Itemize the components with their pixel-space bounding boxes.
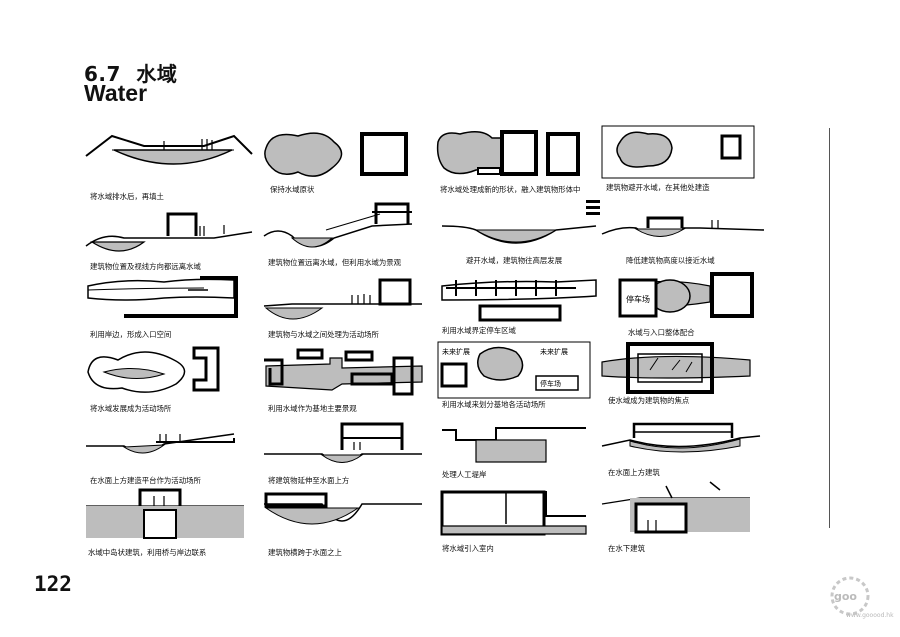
parking-label: 停车场 (626, 294, 650, 304)
caption: 在水面上方建筑 (608, 468, 660, 477)
parking-label: 停车场 (540, 379, 561, 388)
sketch-platform-over-water (84, 414, 254, 476)
svg-text:goo: goo (834, 590, 857, 603)
sketch-island-bridge (84, 484, 254, 546)
sketch-shore-entry (84, 268, 254, 330)
future-expand-label: 未来扩展 (540, 347, 568, 356)
sketch-lower-building (600, 196, 770, 258)
section-title-en: Water (84, 80, 148, 106)
section-title-cn: 水域 (136, 62, 178, 86)
caption: 利用岸边，形成入口空间 (90, 330, 172, 339)
caption: 在水下建筑 (608, 544, 645, 553)
watermark-text: www.gooood.hk (846, 612, 894, 619)
caption: 利用水域作为基地主要景观 (268, 404, 357, 413)
sketch-away-from-water (84, 198, 254, 260)
section-heading: 6.7 水域 (84, 58, 177, 87)
caption: 将水域排水后，再填土 (90, 192, 164, 201)
caption: 使水域成为建筑物的焦点 (608, 396, 690, 405)
caption: 在水面上方建造平台作为活动场所 (90, 476, 201, 485)
future-expand-label: 未来扩展 (442, 347, 470, 356)
caption: 处理人工堤岸 (442, 470, 487, 479)
caption: 建筑物避开水域，在其他处建造 (606, 183, 710, 192)
caption: 将水域引入室内 (442, 544, 494, 553)
sketch-bring-water-indoor (436, 478, 606, 540)
caption: 利用水域来划分基地各活动场所 (442, 400, 546, 409)
page-number: 122 (34, 572, 72, 596)
sketch-view-to-water (262, 196, 432, 258)
caption: 建筑物位置远离水域，但利用水域为景观 (268, 258, 402, 267)
sketch-reshape-water (436, 128, 606, 190)
caption: 将建筑物延伸至水面上方 (268, 476, 350, 485)
sketch-high-rise (436, 196, 606, 258)
caption: 将水域发展成为活动场所 (90, 404, 172, 413)
caption: 保持水域原状 (270, 185, 315, 194)
caption: 将水域处理成新的形状，融入建筑物形体中 (440, 185, 581, 194)
sketch-divide-site: 未来扩展 未来扩展 停车场 (436, 340, 606, 402)
caption: 水域中岛状建筑，利用桥与岸边联系 (88, 548, 207, 557)
sketch-artificial-embankment (436, 410, 606, 472)
caption: 避开水域，建筑物往高层发展 (466, 256, 563, 265)
sketch-build-over-water (600, 410, 770, 472)
sketch-extend-over-water (262, 414, 432, 476)
sketch-water-focus (600, 340, 770, 402)
section-number: 6.7 (84, 62, 121, 86)
sketch-drain-fill (84, 128, 254, 190)
caption: 建筑物横跨于水面之上 (268, 548, 342, 557)
sketch-activity-zone (262, 270, 432, 332)
page-rule (829, 128, 830, 528)
sketch-entry-integration: 停车场 (600, 266, 770, 328)
sketch-water-activities (84, 344, 254, 406)
gooood-logo: goo (830, 576, 870, 616)
caption: 建筑物与水域之间处理为活动场所 (268, 330, 379, 339)
sketch-span-over-water (262, 484, 432, 546)
caption: 水域与入口整体配合 (628, 328, 695, 337)
sketch-water-landscape (262, 344, 432, 406)
caption: 降低建筑物高度以接近水域 (626, 256, 715, 265)
caption: 利用水域界定停车区域 (442, 326, 516, 335)
sketch-avoid-water (600, 124, 770, 186)
caption: 建筑物位置及视线方向都远离水域 (90, 262, 201, 271)
sketch-underwater-building (600, 476, 770, 538)
sketch-parking-by-water (436, 266, 606, 328)
sketch-keep-water (262, 128, 432, 190)
